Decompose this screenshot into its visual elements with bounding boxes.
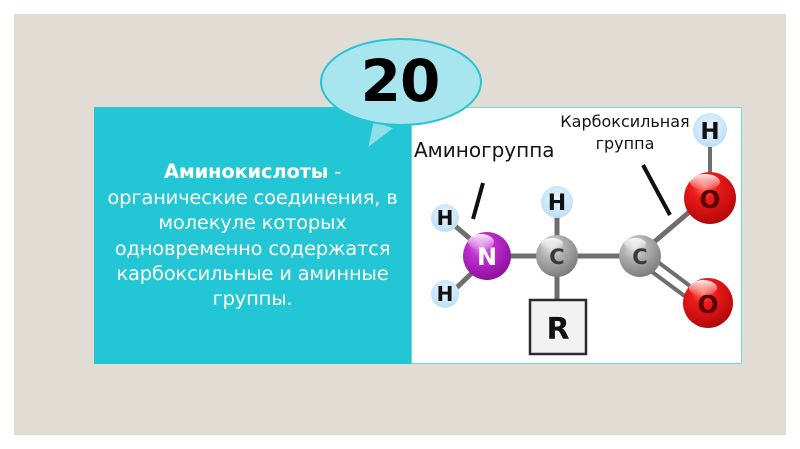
- definition-text: Аминокислоты - органические соединения, …: [103, 159, 403, 311]
- molecule-illustration-panel: H H H H N: [411, 107, 742, 364]
- atom-carbon-alpha: C: [536, 235, 578, 277]
- amino-acid-structure-diagram: H H H H N: [414, 112, 736, 356]
- atom-oxygen-hydroxyl: O: [684, 172, 736, 224]
- number-callout-bubble: 20: [317, 36, 497, 151]
- slide-canvas: Аминокислоты - органические соединения, …: [14, 14, 786, 435]
- atom-label-radical: R: [546, 312, 569, 347]
- bubble-number-label: 20: [360, 47, 441, 115]
- pointer-line-carboxyl-group: [641, 164, 672, 216]
- atom-label-carbon-carboxyl: C: [632, 245, 647, 269]
- atom-hydrogen-alpha: [541, 186, 573, 218]
- pointer-line-amino-group: [471, 182, 485, 220]
- label-carboxyl-group-line1: Карбоксильная: [560, 112, 689, 131]
- atom-label-hydrogen-amino-bottom: H: [437, 282, 454, 306]
- label-carboxyl-group-line2: группа: [596, 134, 655, 153]
- atom-hydrogen-amino-top: [431, 204, 459, 232]
- atom-label-oxygen-hydroxyl: O: [699, 185, 720, 214]
- hydrogen-atom-group: H H H H: [431, 113, 727, 308]
- callout-bubble-shape: [320, 38, 482, 151]
- atom-carbon-carboxyl: C: [619, 235, 661, 277]
- atom-label-hydrogen-hydroxyl: H: [700, 119, 719, 145]
- label-amino-group: Аминогруппа: [414, 138, 555, 162]
- definition-term: Аминокислоты: [163, 160, 329, 184]
- atom-label-hydrogen-alpha: H: [548, 191, 566, 216]
- radical-group-box: R: [528, 298, 588, 356]
- atom-oxygen-carbonyl: O: [683, 278, 733, 328]
- pointer-line-group: [471, 164, 672, 220]
- bubble-body: [320, 38, 482, 126]
- bond-group: [445, 144, 712, 307]
- definition-body: органические соединения, в молекуле кото…: [107, 185, 398, 311]
- definition-panel: Аминокислоты - органические соединения, …: [94, 107, 411, 364]
- atom-hydrogen-amino-bottom: [431, 280, 459, 308]
- atom-label-oxygen-carbonyl: O: [697, 290, 718, 319]
- definition-dash: -: [328, 160, 342, 184]
- atom-label-carbon-alpha: C: [549, 245, 564, 269]
- atom-nitrogen: N: [463, 232, 511, 280]
- atom-hydrogen-hydroxyl: [693, 113, 727, 147]
- atom-label-nitrogen: N: [477, 243, 497, 271]
- atom-label-hydrogen-amino-top: H: [437, 206, 454, 230]
